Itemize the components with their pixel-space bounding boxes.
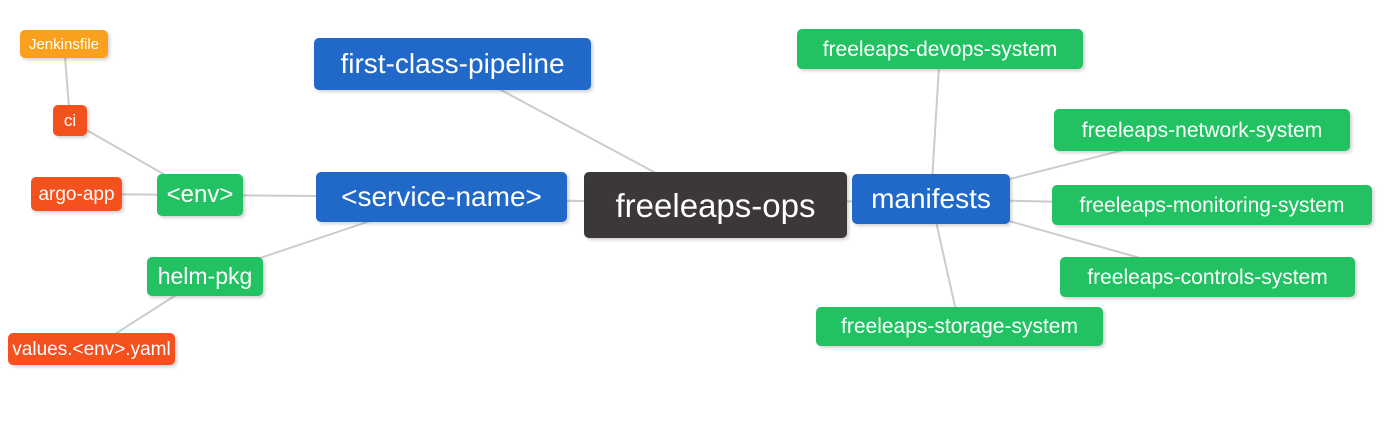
node-label-jenkinsfile: Jenkinsfile [28, 35, 100, 53]
node-freeleaps-ops[interactable]: freeleaps-ops [584, 172, 847, 238]
node-label-freeleaps-ops: freeleaps-ops [615, 186, 816, 224]
node-freeleaps-devops-system[interactable]: freeleaps-devops-system [797, 29, 1083, 69]
node-label-freeleaps-monitoring-system: freeleaps-monitoring-system [1079, 193, 1345, 217]
node-label-freeleaps-controls-system: freeleaps-controls-system [1087, 265, 1328, 289]
node-env[interactable]: <env> [157, 174, 243, 216]
node-freeleaps-monitoring-system[interactable]: freeleaps-monitoring-system [1052, 185, 1372, 225]
node-service-name[interactable]: <service-name> [316, 172, 567, 222]
node-freeleaps-controls-system[interactable]: freeleaps-controls-system [1060, 257, 1355, 297]
node-label-service-name: <service-name> [341, 181, 542, 212]
node-first-class-pipeline[interactable]: first-class-pipeline [314, 38, 591, 90]
node-label-values-env-yaml: values.<env>.yaml [12, 338, 171, 360]
node-label-ci: ci [63, 111, 77, 130]
node-label-first-class-pipeline: first-class-pipeline [340, 48, 565, 79]
node-helm-pkg[interactable]: helm-pkg [147, 257, 263, 296]
node-label-env: <env> [166, 181, 234, 208]
node-argo-app[interactable]: argo-app [31, 177, 122, 211]
node-ci[interactable]: ci [53, 105, 87, 136]
node-manifests[interactable]: manifests [852, 174, 1010, 224]
node-label-argo-app: argo-app [38, 183, 115, 205]
node-label-freeleaps-network-system: freeleaps-network-system [1081, 118, 1323, 142]
node-label-helm-pkg: helm-pkg [157, 263, 253, 289]
node-freeleaps-network-system[interactable]: freeleaps-network-system [1054, 109, 1350, 151]
node-label-freeleaps-devops-system: freeleaps-devops-system [822, 37, 1058, 61]
node-label-manifests: manifests [871, 183, 991, 214]
node-label-freeleaps-storage-system: freeleaps-storage-system [841, 315, 1078, 338]
node-jenkinsfile[interactable]: Jenkinsfile [20, 30, 108, 58]
node-freeleaps-storage-system[interactable]: freeleaps-storage-system [816, 307, 1103, 346]
node-values-env-yaml[interactable]: values.<env>.yaml [8, 333, 175, 365]
